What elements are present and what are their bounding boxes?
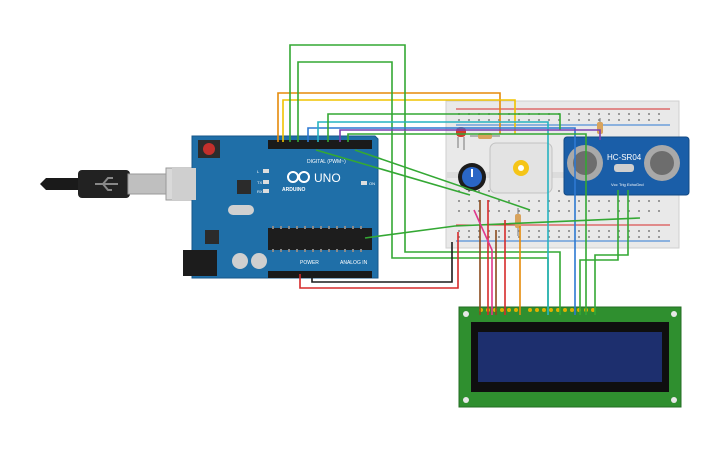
crystal	[228, 205, 254, 215]
power-label: POWER	[300, 260, 319, 266]
mount-hole	[463, 311, 469, 317]
wire[interactable]	[364, 217, 641, 239]
sensor-pin-label: Gnd	[636, 182, 644, 187]
mount-hole	[671, 397, 677, 403]
wire[interactable]	[594, 190, 629, 315]
wire[interactable]	[354, 149, 531, 211]
led-tx	[263, 180, 269, 184]
wire[interactable]	[473, 209, 493, 315]
dc-motor[interactable]	[489, 142, 553, 194]
wire[interactable]	[327, 113, 561, 142]
wire[interactable]	[339, 129, 601, 142]
ultrasonic-sensor-hc-sr04[interactable]: HC-SR04 Vcc Trig Echo Gnd	[563, 136, 690, 196]
wire[interactable]	[317, 121, 549, 315]
sensor-label: HC-SR04	[607, 153, 642, 162]
digital-header[interactable]	[268, 140, 372, 149]
led-l	[263, 169, 269, 173]
arduino-logo-icon	[287, 171, 310, 183]
sensor-pin-label: Vcc	[611, 182, 618, 187]
capacitor	[251, 253, 267, 269]
wire[interactable]	[315, 149, 471, 196]
analog-label: ANALOG IN	[340, 260, 368, 266]
wire[interactable]	[299, 232, 459, 289]
arduino-uno-board[interactable]: UNO ARDUINO DIGITAL (PWM~) POWER ANALOG …	[172, 135, 379, 279]
led-label-l: L	[257, 169, 260, 174]
power-analog-header[interactable]	[268, 271, 372, 278]
usb-port	[172, 168, 196, 200]
digital-label: DIGITAL (PWM~)	[307, 159, 346, 165]
wires	[277, 44, 641, 315]
lcd-screen	[478, 332, 662, 382]
sensor-pin-label: Trig	[619, 182, 626, 187]
wire[interactable]	[282, 99, 516, 142]
wire[interactable]	[311, 242, 453, 283]
wire[interactable]	[347, 133, 587, 315]
potentiometer[interactable]	[458, 163, 486, 191]
center-channel	[446, 172, 679, 178]
led-rx	[263, 189, 269, 193]
mount-hole	[671, 311, 677, 317]
wire[interactable]	[289, 44, 561, 315]
usb-icon	[95, 177, 118, 191]
regulator-chip	[205, 230, 219, 244]
power-jack	[183, 250, 217, 276]
led-label-tx: TX	[257, 180, 262, 185]
uno-logo-text: UNO	[314, 171, 341, 185]
mount-hole	[463, 397, 469, 403]
wire[interactable]	[579, 190, 619, 315]
sensor-pin-label: Echo	[627, 182, 637, 187]
on-led	[361, 181, 367, 185]
capacitor	[232, 253, 248, 269]
sensor-crystal	[614, 164, 634, 172]
usb-chip	[237, 180, 251, 194]
lcd-16x2-display[interactable]	[458, 306, 682, 408]
atmega-chip	[268, 228, 372, 250]
reset-button[interactable]	[203, 143, 215, 155]
lcd-pins	[479, 308, 595, 312]
arduino-brand-text: ARDUINO	[282, 187, 305, 193]
chip-pins	[272, 226, 362, 252]
led-label-rx: RX	[257, 189, 263, 194]
on-label: ON	[369, 181, 375, 186]
resistor[interactable]	[515, 208, 521, 236]
